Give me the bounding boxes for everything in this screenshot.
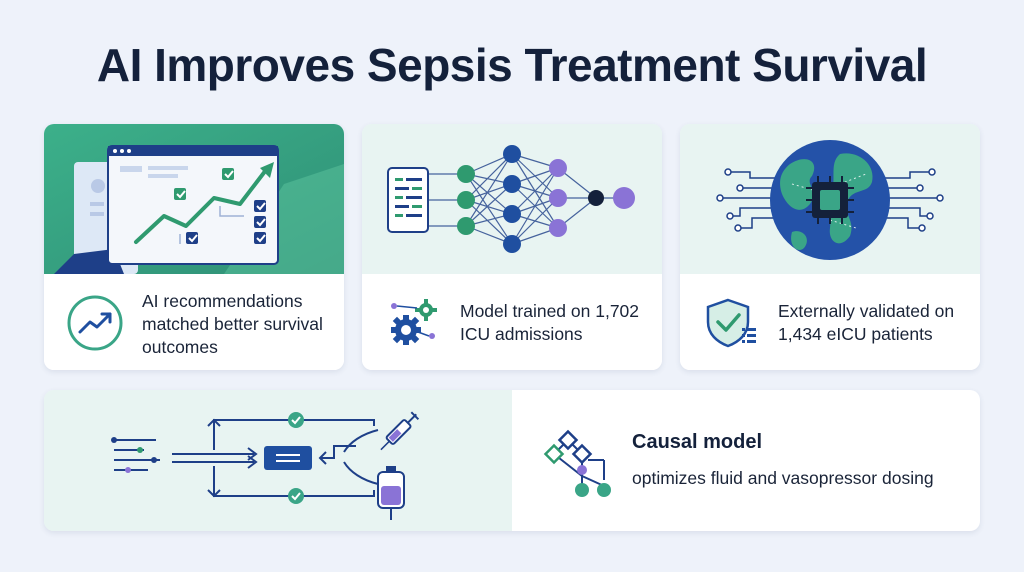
card-survival: AI recommendations matched better surviv… (44, 124, 344, 370)
causal-model-text: optimizes fluid and vasopressor dosing (632, 468, 934, 488)
card-validation: Externally validated on 1,434 eICU patie… (680, 124, 980, 370)
dashboard-illustration (44, 124, 344, 274)
card-survival-text: AI recommendations matched better surviv… (142, 291, 323, 357)
card-validation-text: Externally validated on 1,434 eICU patie… (778, 301, 955, 344)
neural-network-illustration (362, 124, 662, 274)
card-causal-model: Causal model optimizes fluid and vasopre… (44, 390, 980, 531)
trend-up-icon (67, 295, 123, 351)
gears-icon (391, 299, 437, 345)
dosing-flow-illustration (44, 390, 512, 531)
causal-model-heading: Causal model (632, 431, 763, 453)
page-title: AI Improves Sepsis Treatment Survival (96, 39, 928, 91)
causal-graph-icon (543, 429, 611, 497)
shield-check-icon (706, 298, 756, 348)
globe-chip-illustration (680, 124, 980, 274)
card-training-text: Model trained on 1,702 ICU admissions (460, 301, 640, 344)
card-training: Model trained on 1,702 ICU admissions (362, 124, 662, 370)
